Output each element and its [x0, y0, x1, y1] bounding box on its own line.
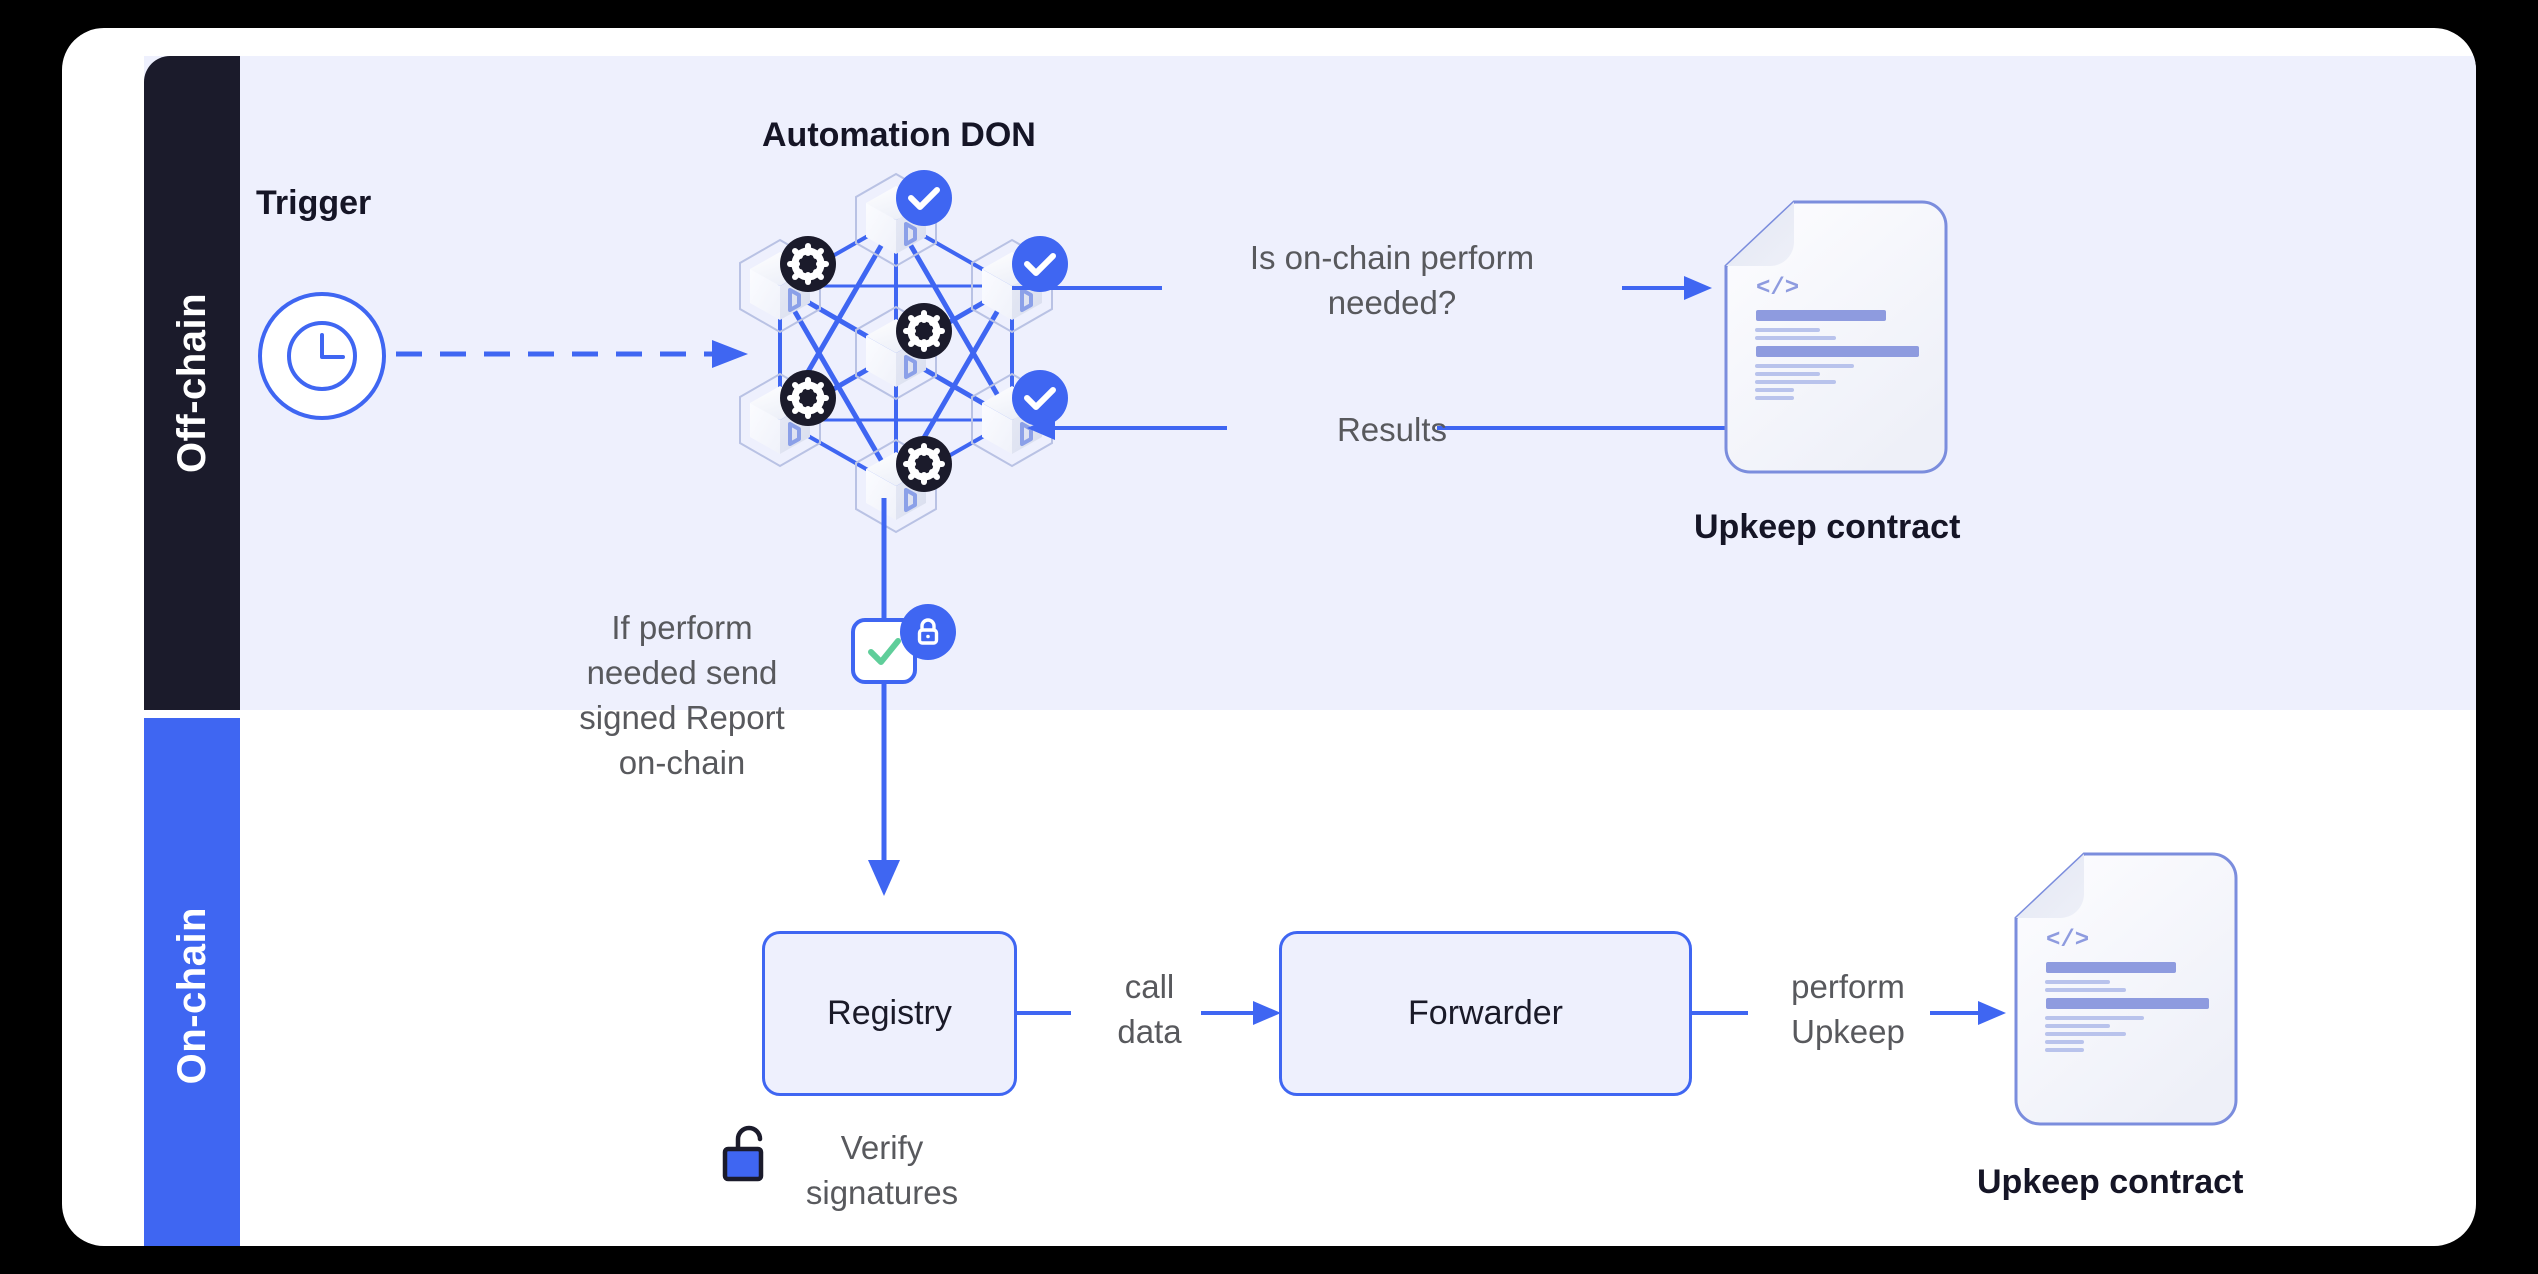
perform-upkeep-arrow — [1692, 1001, 2006, 1025]
trigger-clock-circle — [258, 292, 386, 420]
call-data-arrow — [1015, 1001, 1281, 1025]
gear-badge-center — [896, 303, 952, 359]
upkeep-contract-doc-icon-top: </> — [1724, 200, 1948, 474]
rail-onchain: On-chain — [144, 718, 240, 1246]
send-report-label: If perform needed send signed Report on-… — [579, 609, 785, 781]
forwarder-label: Forwarder — [1408, 994, 1563, 1032]
check-icon — [868, 638, 901, 665]
query-label: Is on-chain perform needed? — [1249, 239, 1535, 321]
trigger-label: Trigger — [256, 184, 372, 222]
check-badge-upper-right — [1012, 236, 1068, 292]
query-arrow — [1012, 276, 1712, 300]
results-arrow — [1027, 416, 1727, 440]
svg-text:</>: </> — [2046, 927, 2089, 954]
offchain-region-background — [144, 56, 2476, 710]
perform-upkeep-label: perform Upkeep — [1791, 968, 1905, 1050]
verify-signatures-label: Verify signatures — [805, 1129, 959, 1211]
forwarder-box[interactable]: Forwarder — [1279, 931, 1692, 1096]
rail-onchain-label: On-chain — [169, 907, 214, 1085]
registry-label: Registry — [827, 994, 952, 1032]
automation-don-title: Automation DON — [762, 116, 1036, 154]
rail-offchain-label: Off-chain — [169, 292, 214, 474]
diagram-card: Off-chain On-chain Trigger Automation DO… — [62, 28, 2476, 1246]
trigger-to-don-dashed-arrow — [396, 340, 748, 368]
signed-report-check-box — [851, 618, 917, 684]
results-label: Results — [1336, 411, 1448, 448]
gear-badge-bottom — [896, 436, 952, 492]
upkeep-contract-doc-icon-bottom: </> — [2014, 852, 2238, 1126]
gear-badge-upper-left — [780, 236, 836, 292]
call-data-label: call data — [1117, 968, 1182, 1050]
svg-text:</>: </> — [1756, 275, 1799, 302]
clock-icon — [287, 321, 357, 391]
registry-box[interactable]: Registry — [762, 931, 1017, 1096]
check-badge-top — [896, 170, 952, 226]
lock-open-icon — [722, 1125, 764, 1182]
signed-report-down-arrow — [868, 498, 900, 896]
upkeep-contract-label-bottom: Upkeep contract — [1977, 1163, 2244, 1201]
automation-don-cluster — [738, 170, 1068, 534]
gear-badge-lower-left — [780, 370, 836, 426]
rail-offchain: Off-chain — [144, 56, 240, 710]
check-badge-lower-right — [1012, 370, 1068, 426]
lock-closed-icon — [900, 604, 956, 660]
upkeep-contract-label-top: Upkeep contract — [1694, 508, 1961, 546]
